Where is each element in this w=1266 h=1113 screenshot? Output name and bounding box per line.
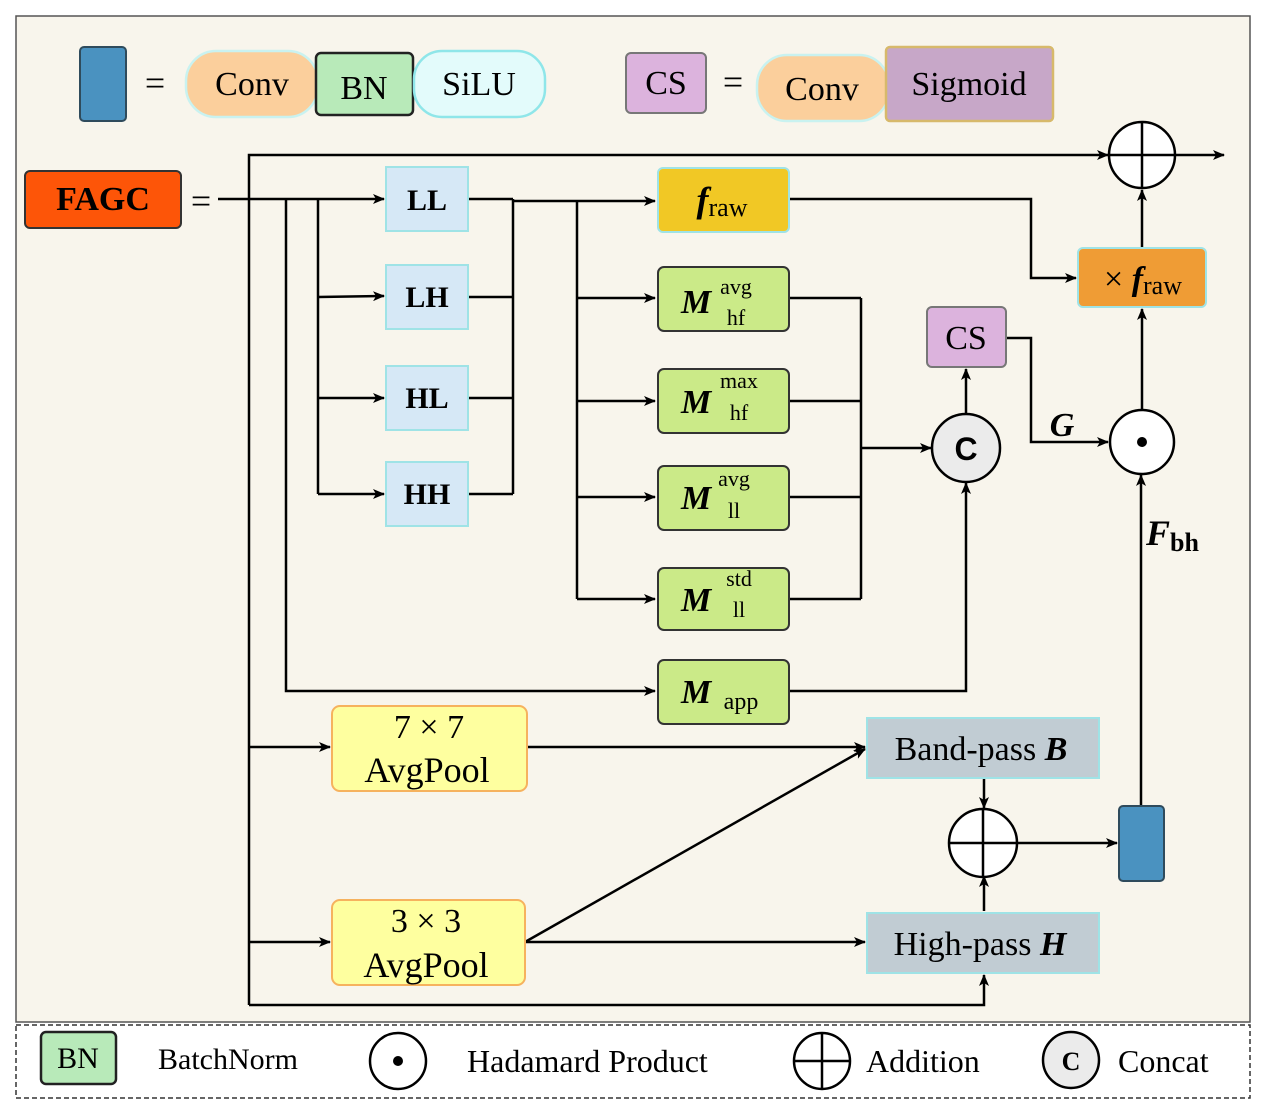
- hl-label: HL: [405, 382, 448, 415]
- m-hf-avg-sub: hf: [727, 305, 746, 330]
- m-ll-std-main: M: [680, 582, 713, 619]
- cs-label: CS: [945, 320, 987, 357]
- lh-block: [385, 264, 469, 330]
- band-pass-block: [866, 717, 1100, 779]
- ll-block: [385, 166, 469, 232]
- avgpool-3-block: [331, 899, 526, 986]
- legend-bn-label-bottom: BN: [57, 1042, 99, 1075]
- avgpool-7-line2: AvgPool: [364, 750, 489, 790]
- legend-concat-c: C: [1062, 1047, 1081, 1076]
- legend-cs-box: [625, 52, 707, 114]
- conv-bn-silu-block: [1118, 805, 1165, 882]
- legend-equals-2: =: [723, 62, 743, 102]
- m-ll-std-block: [657, 567, 790, 631]
- lh-label: LH: [405, 281, 448, 314]
- fagc-equals: =: [191, 181, 211, 221]
- m-ll-std-sub: ll: [733, 597, 745, 622]
- fagc-label: FAGC: [56, 181, 150, 218]
- legend-concat-text: Concat: [1118, 1043, 1209, 1079]
- band-pass-label: Band-pass B: [895, 731, 1068, 768]
- avgpool-7-line1: 7 × 7: [394, 709, 464, 746]
- m-hf-max-block: [657, 368, 790, 434]
- legend-hadamard-dot: [393, 1056, 403, 1066]
- times-sub: raw: [1143, 271, 1182, 300]
- f-raw-sub: raw: [709, 193, 748, 222]
- f-bh-sub: bh: [1170, 528, 1199, 557]
- high-pass-text: High-pass: [894, 926, 1040, 963]
- high-pass-block: [866, 912, 1100, 974]
- m-hf-avg-sup: avg: [720, 274, 752, 299]
- legend-silu-box: [412, 49, 547, 119]
- high-pass-label: High-pass H: [894, 926, 1068, 963]
- legend-sigmoid-box: [884, 45, 1055, 123]
- ll-label: LL: [407, 184, 447, 217]
- band-pass-text: Band-pass: [895, 731, 1045, 768]
- m-ll-avg-main: M: [680, 480, 713, 517]
- m-hf-max-sub: hf: [730, 400, 749, 425]
- f-bh-main: F: [1145, 513, 1170, 553]
- legend-hadamard-text: Hadamard Product: [467, 1043, 708, 1079]
- legend-concat-icon: [1041, 1030, 1101, 1090]
- concat-node-label: C: [954, 431, 977, 467]
- wavelet-subbands: LL LH HL HH: [385, 166, 469, 527]
- times-f: f: [1132, 261, 1147, 298]
- legend-equals-1: =: [145, 63, 165, 103]
- avgpool-3-line1: 3 × 3: [391, 903, 461, 940]
- m-app-sub: app: [724, 689, 759, 715]
- legend-top: = Conv BN SiLU CS = Conv Sigmoid: [79, 45, 1055, 123]
- legend-bn-box-bottom: [39, 1030, 118, 1086]
- m-hf-max-sup: max: [720, 368, 758, 393]
- conv-bn-silu-block-icon: [79, 46, 127, 122]
- m-ll-avg-block: [657, 465, 790, 531]
- m-app-main: M: [680, 674, 713, 711]
- band-pass-var: B: [1044, 731, 1068, 768]
- legend-batchnorm-text: BatchNorm: [158, 1043, 298, 1076]
- m-blocks: M avg hf M max hf M avg ll M std ll M ap…: [657, 266, 790, 725]
- m-hf-max-main: M: [680, 384, 713, 421]
- legend-silu-label: SiLU: [442, 66, 516, 103]
- legend-sigmoid-label: Sigmoid: [911, 66, 1026, 103]
- high-pass-var: H: [1039, 926, 1068, 963]
- legend-conv2-label: Conv: [785, 71, 859, 108]
- m-ll-avg-sup: avg: [718, 466, 750, 491]
- m-hf-avg-main: M: [680, 284, 713, 321]
- f-raw-label: fraw: [697, 180, 748, 222]
- legend-cs-label: CS: [645, 65, 687, 102]
- f-bh-label: Fbh: [1145, 513, 1199, 557]
- connections: [218, 150, 1225, 1007]
- legend-addition-text: Addition: [866, 1043, 980, 1079]
- avgpool-3-line2: AvgPool: [363, 945, 488, 985]
- times-f-raw-block: [1077, 247, 1207, 308]
- g-label: G: [1050, 407, 1075, 444]
- times-f-raw-label: × fraw: [1104, 261, 1182, 300]
- hl-block: [385, 365, 469, 431]
- hh-label: HH: [404, 478, 451, 511]
- m-ll-std-sup: std: [726, 566, 752, 591]
- legend-conv-label: Conv: [215, 66, 289, 103]
- times-prefix: ×: [1104, 261, 1132, 298]
- cs-block: [926, 306, 1007, 368]
- fagc-block: [24, 170, 182, 229]
- legend-bn-label: BN: [340, 70, 387, 107]
- concat-node-icon: [930, 412, 1002, 484]
- main-panel: [15, 15, 1251, 1023]
- f-raw-block: [657, 167, 790, 233]
- legend-bottom: BN BatchNorm Hadamard Product Addition C…: [39, 1030, 1209, 1091]
- hadamard-dot: [1137, 437, 1147, 447]
- avgpool-7-block: [331, 705, 528, 792]
- m-hf-avg-block: [657, 266, 790, 332]
- f-raw-main: f: [697, 180, 712, 220]
- hh-block: [385, 461, 469, 527]
- m-app-block: [657, 659, 790, 725]
- m-ll-avg-sub: ll: [728, 498, 740, 523]
